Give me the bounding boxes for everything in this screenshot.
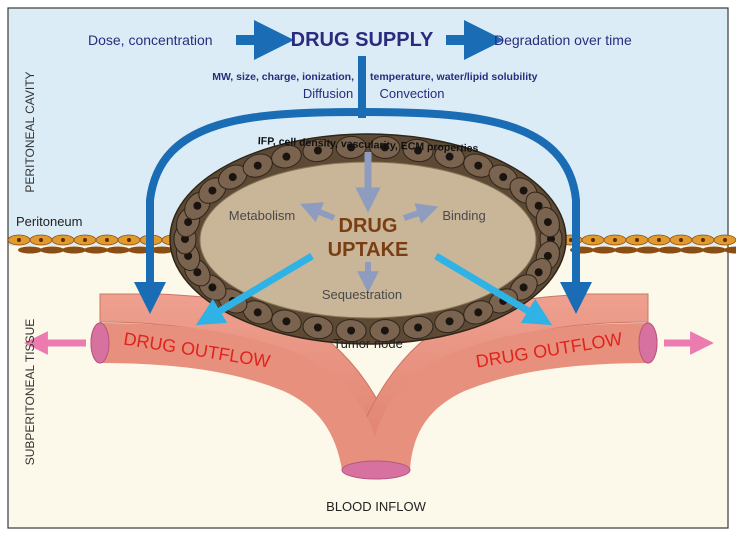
drug-uptake-line1: DRUG	[339, 215, 398, 237]
peritoneum-cell-nucleus	[39, 238, 43, 242]
peritoneum-cell-nucleus	[657, 238, 661, 242]
peritoneum-fiber	[18, 246, 42, 254]
tumor-cell-nucleus	[534, 268, 543, 277]
outflow-arrows	[195, 252, 553, 326]
tumor-cell-nucleus	[193, 268, 202, 277]
peritoneum-cell-nucleus	[17, 238, 21, 242]
convection-factors: temperature, water/lipid solubility	[370, 71, 538, 83]
peritoneum-cell-nucleus	[613, 238, 617, 242]
peritoneum-cell-nucleus	[83, 238, 87, 242]
peritoneum-label: Peritoneum	[16, 214, 82, 229]
tumor-cell-nucleus	[543, 218, 552, 227]
tumor-cell-nucleus	[519, 283, 528, 292]
peritoneum-fiber	[40, 246, 64, 254]
peritoneum-cell-nucleus	[723, 238, 727, 242]
tumor-cell-nucleus	[414, 146, 423, 155]
tumor-cell-nucleus	[543, 251, 552, 260]
tumor-cell-nucleus	[534, 201, 543, 210]
peritoneum-cell-nucleus	[635, 238, 639, 242]
peritoneum-fiber	[106, 246, 130, 254]
tumor-cell-nucleus	[474, 308, 483, 317]
tumor-cell-nucleus	[282, 317, 291, 326]
metabolism-label: Metabolism	[229, 208, 295, 223]
tumor-node-label: Tumor node	[333, 336, 403, 351]
tumor-cell-ring	[173, 135, 563, 343]
tumor-cell-nucleus	[414, 323, 423, 332]
degradation-label: Degradation over time	[494, 32, 632, 48]
tumor-node	[169, 133, 567, 345]
tumor-cell-nucleus	[347, 326, 356, 335]
tumor-cell-nucleus	[445, 317, 454, 326]
tumor-cell-nucleus	[519, 186, 528, 195]
supply-arrows	[134, 20, 592, 314]
uptake-arrows	[300, 152, 439, 293]
dose-label: Dose, concentration	[88, 32, 213, 48]
tumor-cell-nucleus	[253, 161, 262, 170]
arrow-to-binding	[403, 203, 439, 224]
peritoneum-fiber	[724, 246, 736, 254]
peritoneum-fiber	[636, 246, 660, 254]
peritoneum-cell-nucleus	[127, 238, 131, 242]
uptake-to-left-vessel-arrow	[195, 252, 314, 326]
binding-label: Binding	[442, 208, 485, 223]
diffusion-factors: MW, size, charge, ionization,	[212, 71, 354, 83]
tumor-cell-nucleus	[445, 152, 454, 161]
tumor-cell-nucleus	[228, 173, 237, 182]
tumor-cell-nucleus	[347, 143, 356, 152]
arrow-to-metabolism	[300, 202, 336, 223]
drug-supply-title: DRUG SUPPLY	[291, 29, 434, 51]
tumor-cell-nucleus	[193, 201, 202, 210]
tumor-cell-nucleus	[499, 173, 508, 182]
tumor-cell-nucleus	[313, 323, 322, 332]
peritoneum-cell-nucleus	[679, 238, 683, 242]
peritoneum-cell-nucleus	[105, 238, 109, 242]
peritoneum-fiber	[62, 246, 86, 254]
peritoneum-fiber	[680, 246, 704, 254]
peritoneum-fiber	[702, 246, 726, 254]
blood-inflow-label: BLOOD INFLOW	[326, 499, 426, 514]
peritoneum-fiber	[84, 246, 108, 254]
peritoneum-cell-nucleus	[701, 238, 705, 242]
convection-label: Convection	[379, 86, 444, 101]
peritoneum-fiber	[150, 246, 174, 254]
tumor-cell-nucleus	[474, 161, 483, 170]
peritoneum-cell-nucleus	[61, 238, 65, 242]
tumor-cell-nucleus	[208, 283, 217, 292]
vessel-tubes	[90, 322, 658, 480]
tumor-cell-nucleus	[282, 152, 291, 161]
peritoneal-cavity-label: PERITONEAL CAVITY	[23, 71, 37, 192]
left-curved-supply-arrow	[134, 108, 363, 314]
peritoneum-fiber	[614, 246, 638, 254]
tumor-cell-nucleus	[380, 143, 389, 152]
peritoneum-fiber	[592, 246, 616, 254]
subperitoneal-tissue-label: SUBPERITONEAL TISSUE	[23, 319, 37, 466]
tumor-cell-nucleus	[184, 218, 193, 227]
tumor-cell-nucleus	[313, 146, 322, 155]
diagram-border	[7, 7, 729, 529]
tumor-cell-nucleus	[253, 308, 262, 317]
diffusion-label: Diffusion	[303, 86, 353, 101]
tumor-cell-nucleus	[380, 326, 389, 335]
peritoneum-cell-nucleus	[591, 238, 595, 242]
sequestration-label: Sequestration	[322, 287, 402, 302]
peritoneum-layer-left	[7, 234, 196, 254]
peritoneum-fiber	[658, 246, 682, 254]
drug-uptake-line2: UPTAKE	[328, 239, 409, 261]
right-curved-supply-arrow	[361, 108, 592, 314]
tumor-cell-nucleus	[208, 186, 217, 195]
uptake-to-right-vessel-arrow	[434, 252, 553, 326]
